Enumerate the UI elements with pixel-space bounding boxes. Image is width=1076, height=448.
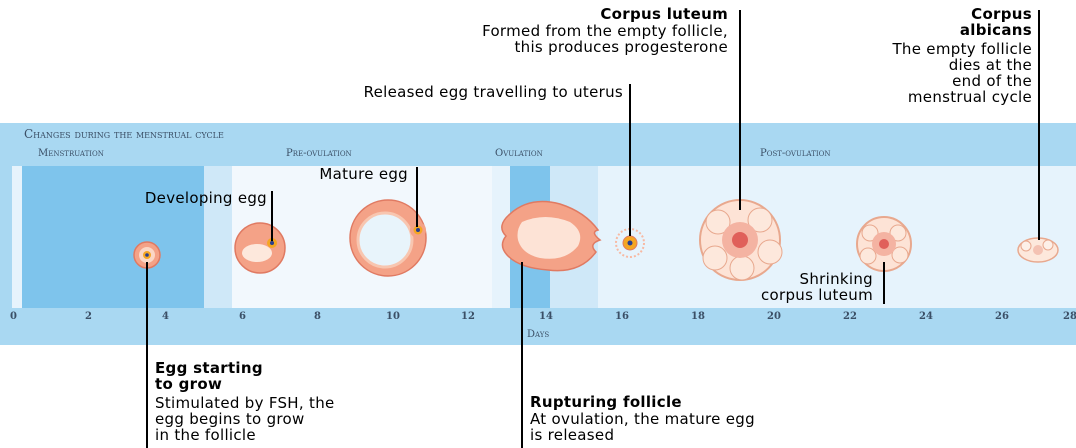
- phase-menstruation: Menstruation: [38, 148, 104, 159]
- tick-4: 4: [162, 311, 169, 322]
- tick-20: 20: [767, 311, 781, 322]
- egg-starting-desc-3: in the follicle: [155, 427, 256, 443]
- tick-28: 28: [1063, 311, 1076, 322]
- corpus-albicans-title-1: Corpus: [832, 6, 1032, 22]
- corpus-albicans-desc-2: dies at the: [792, 57, 1032, 73]
- tick-16: 16: [615, 311, 629, 322]
- corpus-luteum-leader: [739, 10, 741, 210]
- tick-18: 18: [691, 311, 705, 322]
- tick-14: 14: [539, 311, 553, 322]
- phase-pre-ovulation: Pre-ovulation: [286, 148, 352, 159]
- corpus-albicans: [1018, 238, 1058, 262]
- shrinking-label-1: Shrinking: [673, 271, 873, 287]
- tick-6: 6: [239, 311, 246, 322]
- tick-0: 0: [10, 311, 17, 322]
- corpus-albicans-desc-4: menstrual cycle: [792, 89, 1032, 105]
- corpus-luteum-desc-2: this produces progesterone: [348, 39, 728, 55]
- tick-2: 2: [85, 311, 92, 322]
- corpus-luteum-title: Corpus luteum: [448, 6, 728, 22]
- corpus-albicans-desc-1: The empty follicle: [792, 41, 1032, 57]
- developing-egg-label: Developing egg: [47, 190, 267, 206]
- corpus-luteum: [700, 200, 782, 280]
- phase-ovulation: Ovulation: [495, 148, 543, 159]
- tick-22: 22: [843, 311, 857, 322]
- released-egg-label: Released egg travelling to uterus: [163, 84, 623, 100]
- egg-starting-title-1: Egg starting: [155, 360, 263, 376]
- tick-8: 8: [314, 311, 321, 322]
- rupturing-leader: [521, 262, 523, 448]
- mature-egg-label: Mature egg: [208, 166, 408, 182]
- mature-egg-follicle: [350, 200, 426, 276]
- egg-starting-desc-1: Stimulated by FSH, the: [155, 395, 335, 411]
- shrinking-leader: [883, 262, 885, 304]
- rupturing-desc-2: is released: [530, 427, 614, 443]
- tick-24: 24: [919, 311, 933, 322]
- axis-label-days: Days: [527, 329, 549, 340]
- growing-follicle: [235, 223, 285, 273]
- egg-starting-title-2: to grow: [155, 376, 222, 392]
- shrinking-label-2: corpus luteum: [673, 287, 873, 303]
- phase-post-ovulation: Post-ovulation: [760, 148, 831, 159]
- corpus-albicans-leader: [1038, 10, 1040, 240]
- tick-12: 12: [461, 311, 475, 322]
- egg-starting-leader: [146, 262, 148, 448]
- corpus-albicans-title-2: albicans: [832, 22, 1032, 38]
- rupturing-desc-1: At ovulation, the mature egg: [530, 411, 755, 427]
- rupturing-title: Rupturing follicle: [530, 394, 682, 410]
- corpus-albicans-desc-3: end of the: [792, 73, 1032, 89]
- menstruation-highlight: [22, 166, 204, 308]
- corpus-luteum-desc-1: Formed from the empty follicle,: [348, 23, 728, 39]
- developing-egg-leader: [271, 191, 273, 241]
- egg-starting-desc-2: egg begins to grow: [155, 411, 305, 427]
- tick-10: 10: [386, 311, 400, 322]
- chart-title: Changes during the menstrual cycle: [24, 127, 224, 141]
- released-egg-leader: [629, 84, 631, 236]
- tick-26: 26: [995, 311, 1009, 322]
- mature-egg-leader: [416, 167, 418, 227]
